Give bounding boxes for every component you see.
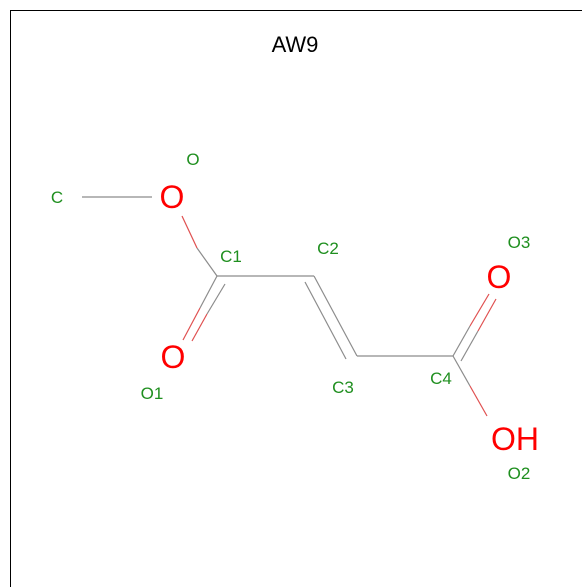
atom-label-o1: O1 [141,384,164,403]
bond-c4-o3-b [460,330,479,362]
hydroxyl-group: OH [491,421,539,457]
atom-label-o2: O2 [508,464,531,483]
bond-c1-o1-b [206,283,226,315]
bond-o-c1 [196,247,218,277]
atom-label-o3: O3 [508,233,531,252]
bond-c2-c3-b [304,281,347,360]
bond-c1-o1-a [199,275,218,309]
bond-c1-o1-b-red [191,313,208,342]
bond-c4-o3-a [452,325,471,357]
atom-label-c2: C2 [317,239,339,258]
atom-label-o: O [186,150,199,169]
bond-c4-o3-b-red [477,298,497,332]
atom-label-methyl-c: C [51,188,63,207]
atom-label-c4: C4 [430,369,452,388]
bond-o-c1-red [181,215,198,249]
bond-c4-o2 [452,355,471,387]
atom-labels: C O C1 C2 C3 C4 O1 O2 O3 [51,150,530,483]
bond-c4-o3-a-red [469,293,490,327]
diagram-title: AW9 [272,32,319,57]
bond-c2-c3-a [313,275,358,357]
bond-c1-o1-a-red [182,307,201,341]
atom-label-c3: C3 [332,378,354,397]
element-symbols: O O O OH [160,179,539,457]
oxygen-methoxy: O [160,179,185,215]
oxygen-carbonyl-right: O [487,259,512,295]
atom-label-c1: C1 [220,247,242,266]
oxygen-carbonyl-left: O [161,339,186,375]
bonds [82,196,497,417]
bond-c4-o2-red [469,385,488,417]
